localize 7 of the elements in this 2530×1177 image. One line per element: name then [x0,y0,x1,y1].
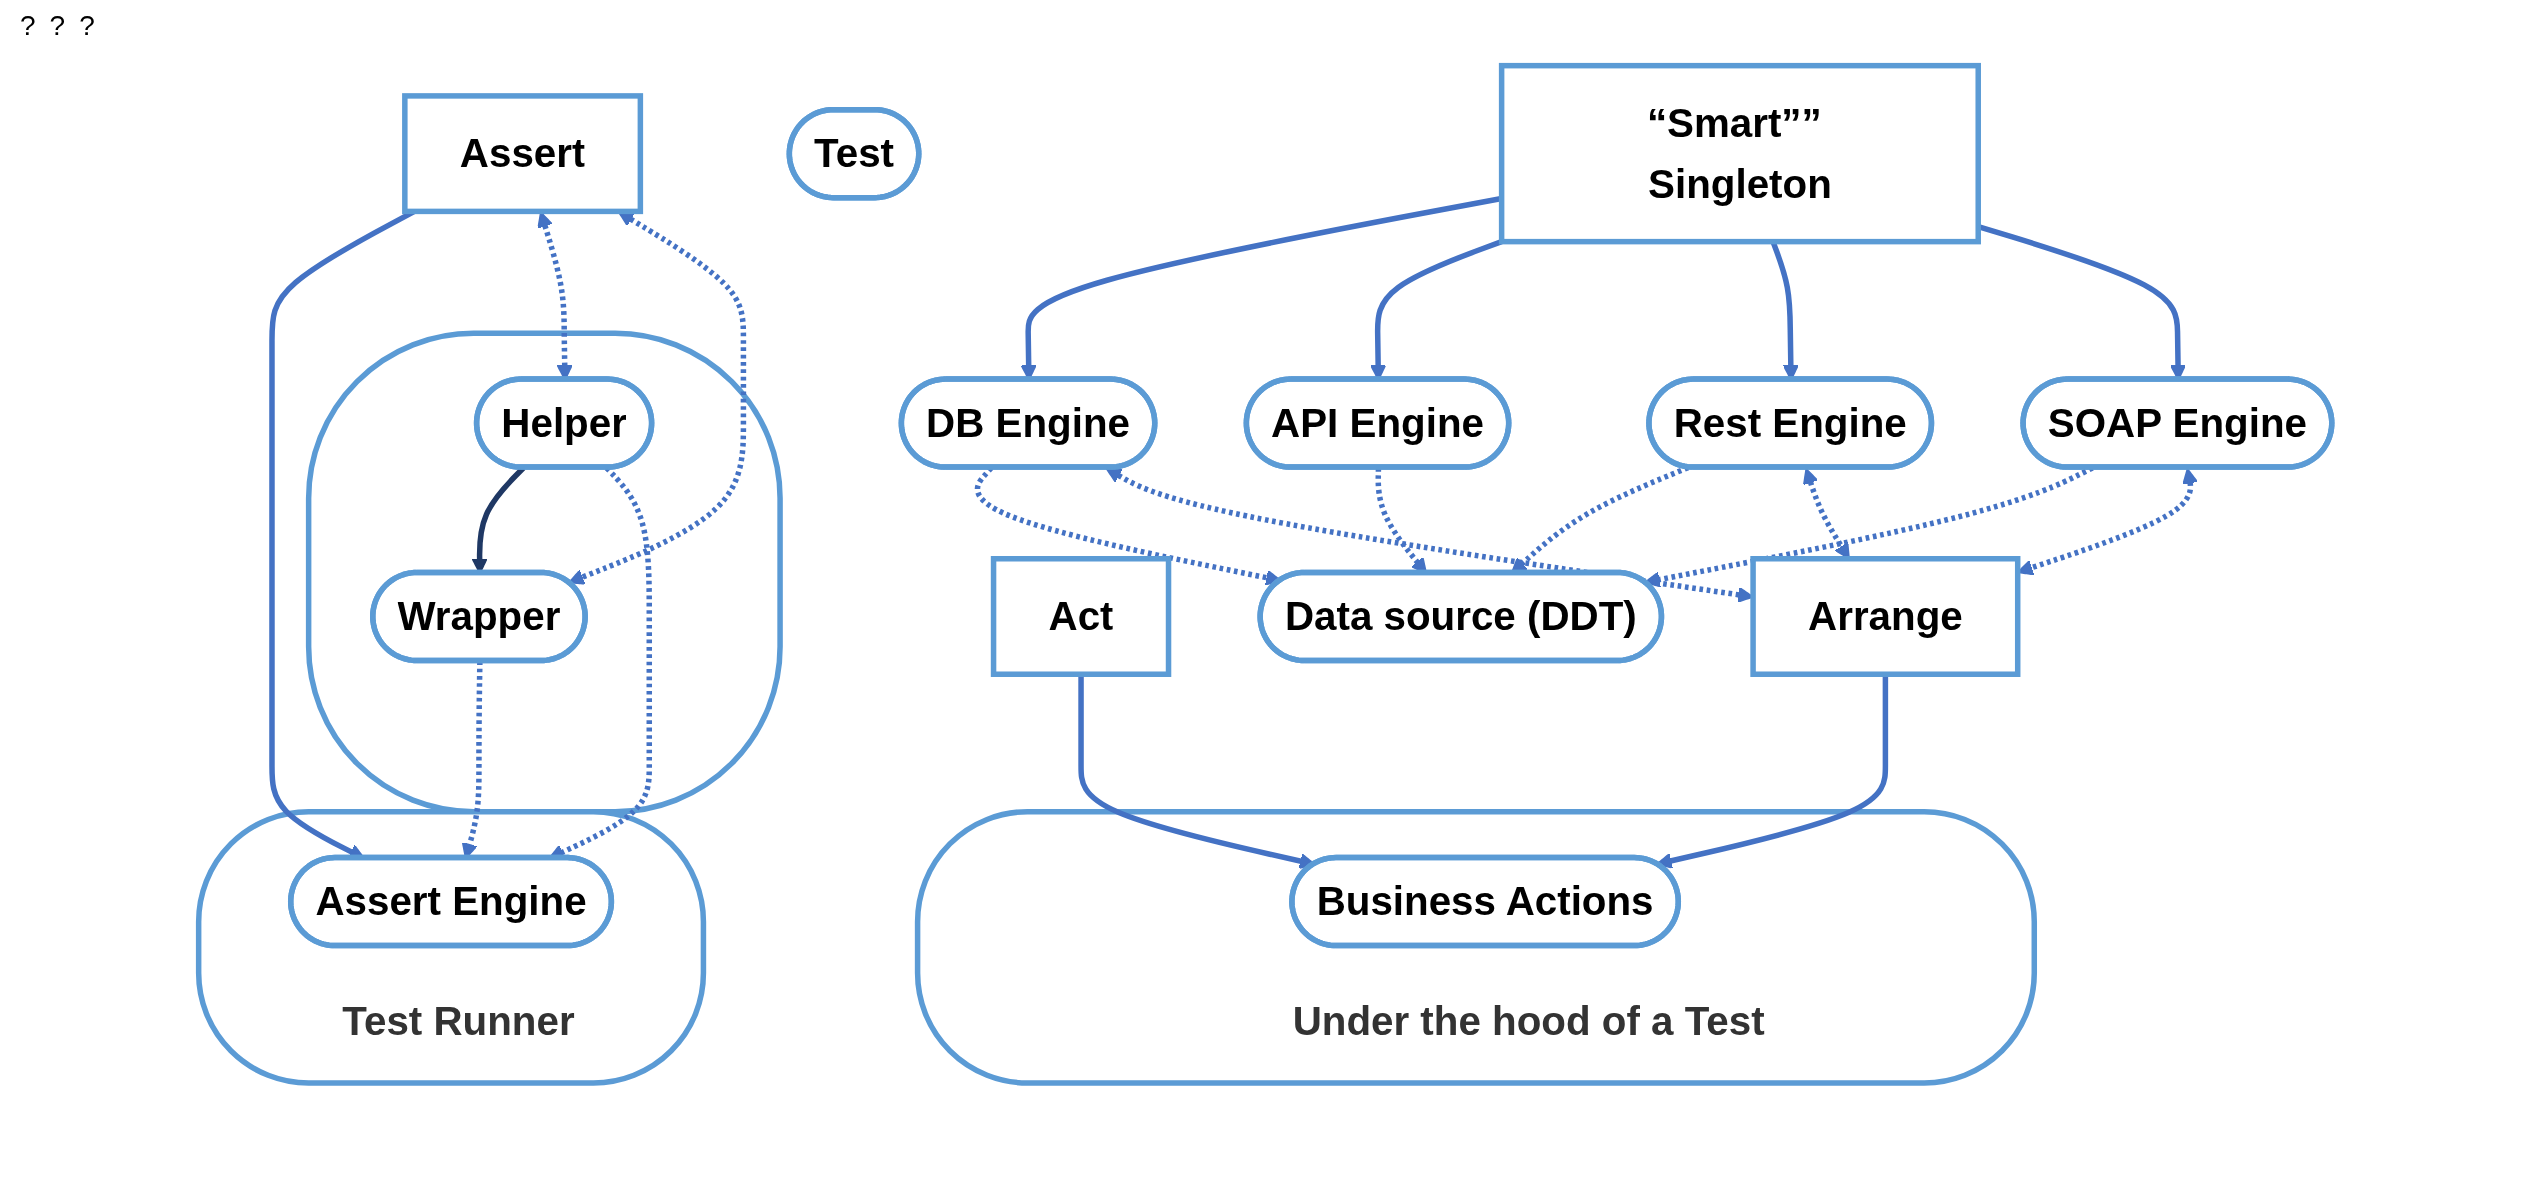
question-mark-note: ? [79,10,95,42]
question-mark-note: ? [20,10,36,42]
node-box: Assert [401,92,643,214]
node-box: Arrange [1750,555,2021,677]
question-mark-note: ? [49,10,66,42]
node-box: “Smart”” Singleton [1498,62,1981,244]
node-box: Act [990,555,1172,677]
